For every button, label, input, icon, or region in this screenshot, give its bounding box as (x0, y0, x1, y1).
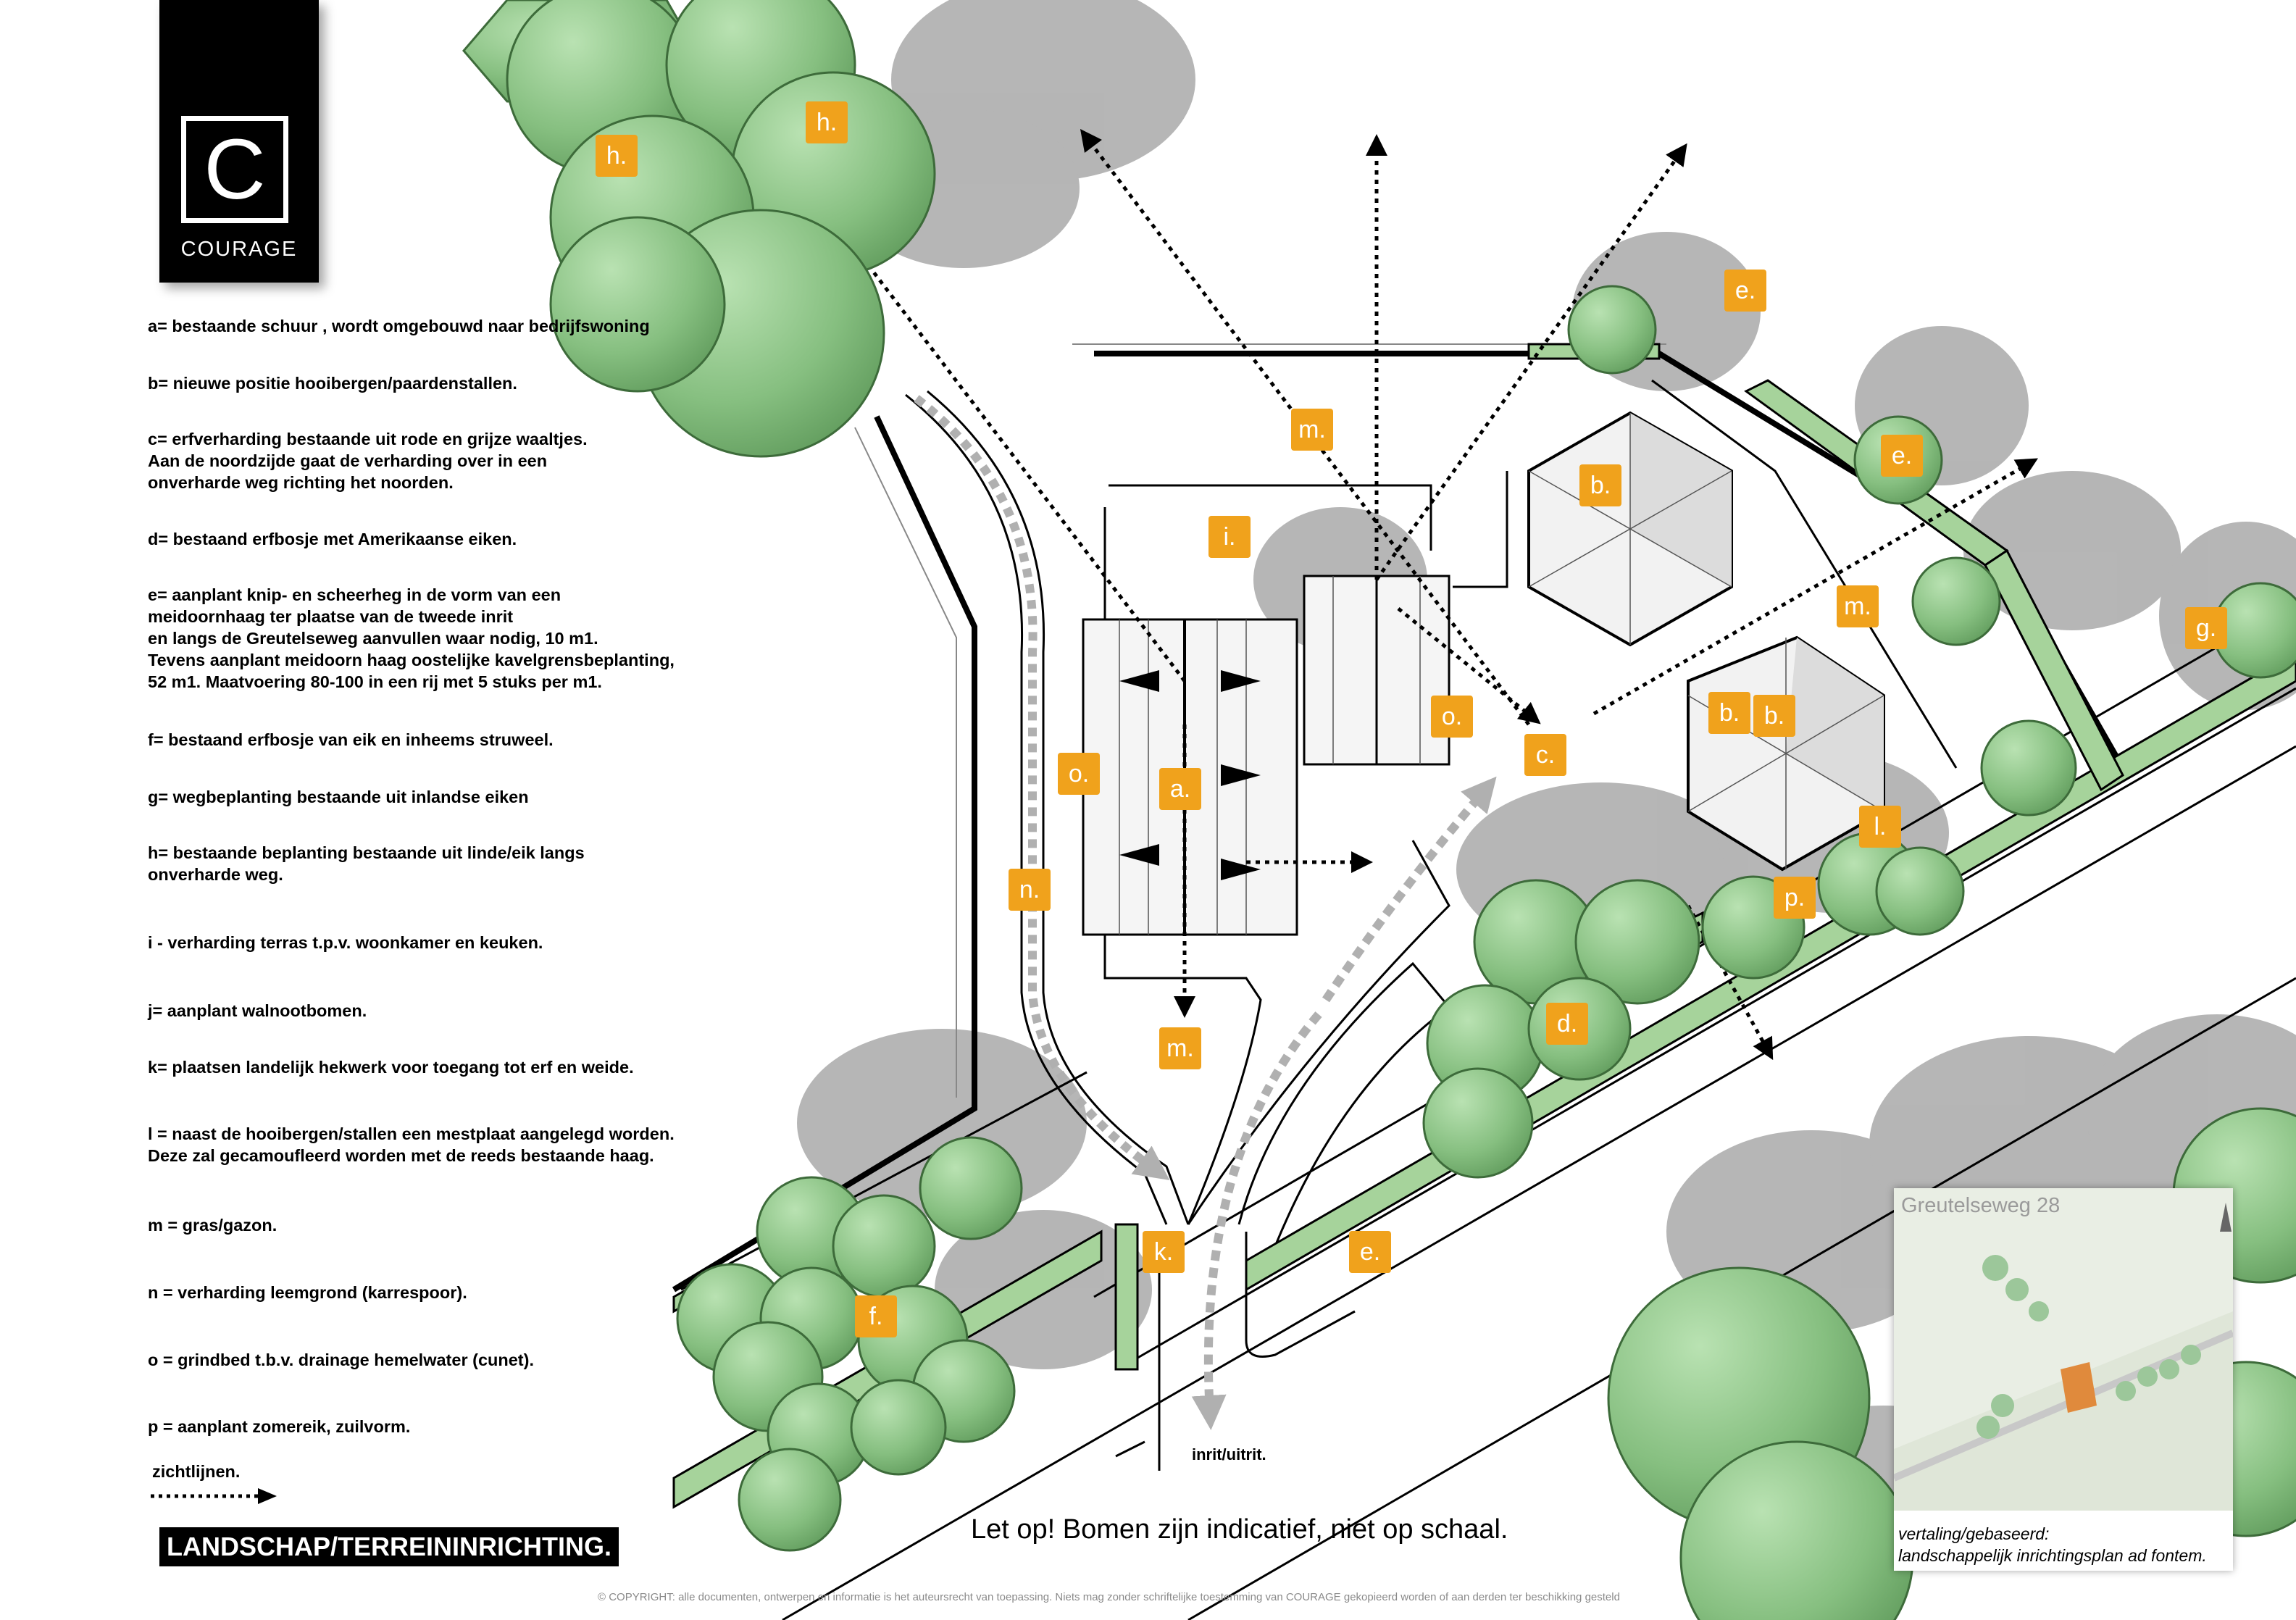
tree (1574, 879, 1700, 1005)
legend-item-h: h= bestaande beplanting bestaande uit li… (148, 843, 585, 884)
tag-p: p. (1774, 877, 1816, 919)
sightlines-label: zichtlijnen. (152, 1462, 241, 1481)
courage-logo: C COURAGE (159, 0, 319, 283)
scale-note: Let op! Bomen zijn indicatief, niet op s… (971, 1514, 1508, 1545)
tree (1422, 1067, 1534, 1179)
legend-item-d: d= bestaand erfbosje met Amerikaanse eik… (148, 530, 517, 548)
legend-item-k: k= plaatsen landelijk hekwerk voor toega… (148, 1058, 634, 1077)
tag-n: n. (1009, 869, 1051, 911)
tag-m-north: m. (1291, 409, 1333, 451)
tag-b-south-2: b. (1753, 695, 1795, 737)
legend-item-j: j= aanplant walnootbomen. (148, 1001, 367, 1020)
tag-h-north: h. (806, 101, 848, 143)
legend-item-b: b= nieuwe positie hooibergen/paardenstal… (148, 374, 517, 393)
tag-e-south: e. (1349, 1231, 1391, 1273)
tag-l: l. (1859, 806, 1901, 848)
tag-g: g. (2185, 607, 2227, 649)
tree (1567, 285, 1657, 375)
tag-o-east: o. (1431, 696, 1473, 738)
location-inset: Greutelseweg 28 vertaling/gebaseerd: lan… (1894, 1188, 2233, 1571)
cart-track (905, 390, 1190, 1225)
logo-name: COURAGE (180, 238, 298, 261)
tag-h-west: h. (596, 135, 638, 177)
tag-d: d. (1546, 1003, 1588, 1045)
tree (1911, 556, 2001, 646)
tree (1875, 846, 1965, 936)
tag-e-north: e. (1724, 270, 1766, 312)
legend-item-o: o = grindbed t.b.v. drainage hemelwater … (148, 1350, 534, 1369)
inset-caption: vertaling/gebaseerd: landschappelijk inr… (1898, 1523, 2207, 1566)
yard-access-arrow (1322, 776, 1497, 1003)
tree (850, 1379, 947, 1476)
tree (738, 1448, 842, 1552)
legend-item-m: m = gras/gazon. (148, 1216, 277, 1235)
legend-item-c: c= erfverharding bestaande uit rode en g… (148, 430, 588, 492)
copyright-notice: © COPYRIGHT: alle documenten, ontwerpen … (598, 1591, 1620, 1603)
legend-item-f: f= bestaand erfbosje van eik en inheems … (148, 730, 554, 749)
tag-e-east: e. (1881, 435, 1923, 477)
inset-map (1894, 1188, 2233, 1511)
tag-m-east: m. (1837, 585, 1879, 627)
logo-mark: C (181, 116, 288, 223)
tag-f: f. (855, 1295, 897, 1337)
legend-item-e: e= aanplant knip- en scheerheg in de vor… (148, 585, 675, 691)
tree (1980, 719, 2077, 817)
sightline-legend-arrow (151, 1488, 277, 1504)
tag-k: k. (1143, 1231, 1185, 1273)
tree (919, 1136, 1023, 1240)
extension-building (1303, 575, 1450, 766)
legend-item-n: n = verharding leemgrond (karrespoor). (148, 1283, 467, 1302)
entrance-label: inrit/uitrit. (1192, 1445, 1266, 1464)
tag-o-west: o. (1058, 753, 1100, 795)
legend-item-a: a= bestaande schuur , wordt omgebouwd na… (148, 317, 650, 335)
inset-caption-line-1: vertaling/gebaseerd: (1898, 1524, 2050, 1543)
tag-b-north: b. (1579, 464, 1621, 506)
yard-driveway-arrow (1191, 1011, 1322, 1430)
legend-item-l: l = naast de hooibergen/stallen een mest… (148, 1124, 675, 1165)
inset-caption-line-2: landschappelijk inrichtingsplan ad fonte… (1898, 1546, 2207, 1565)
trees (462, 0, 2296, 1620)
tag-m-south: m. (1159, 1027, 1201, 1069)
plan-title: LANDSCHAP/TERREININRICHTING. (159, 1527, 619, 1566)
tree (832, 1194, 936, 1298)
legend-item-i: i - verharding terras t.p.v. woonkamer e… (148, 933, 543, 952)
tag-c: c. (1524, 734, 1566, 776)
legend-item-g: g= wegbeplanting bestaande uit inlandse … (148, 788, 529, 806)
tree (549, 216, 726, 393)
tag-a: a. (1159, 768, 1201, 810)
tag-i: i. (1208, 516, 1251, 558)
haystack-north (1527, 411, 1733, 647)
logo-letter: C (204, 122, 266, 217)
inset-title: Greutelseweg 28 (1901, 1194, 2061, 1217)
legend-item-p: p = aanplant zomereik, zuilvorm. (148, 1417, 411, 1436)
tag-b-south-1: b. (1708, 692, 1750, 734)
